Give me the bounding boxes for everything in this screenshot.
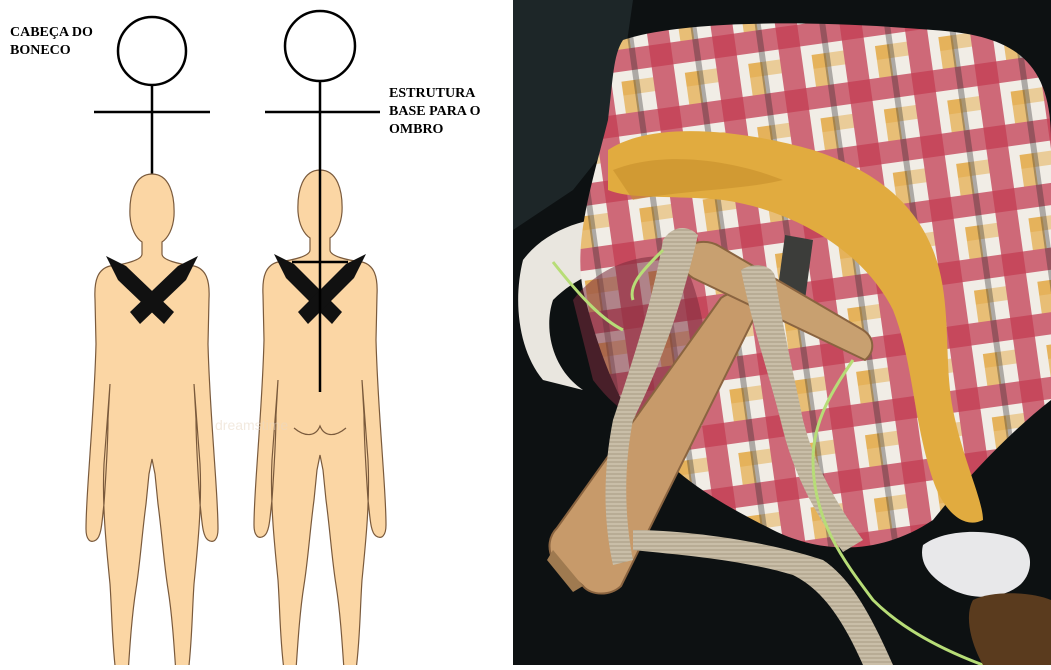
assembled-dummy-photo bbox=[513, 0, 1051, 665]
human-silhouette-front bbox=[86, 174, 218, 665]
dummy-diagram-panel: dreamstime CABEÇA DO BONECO ESTRUTURA BA… bbox=[0, 0, 512, 665]
shoulder-structure-label: ESTRUTURA BASE PARA O OMBRO bbox=[389, 85, 509, 139]
brown-glove bbox=[969, 593, 1051, 665]
front-figure bbox=[86, 17, 218, 665]
photo-scene bbox=[513, 0, 1051, 665]
dummy-head-circle bbox=[285, 11, 355, 81]
watermark: dreamstime bbox=[215, 417, 288, 433]
back-figure bbox=[254, 11, 386, 665]
dummy-head-label: CABEÇA DO BONECO bbox=[10, 24, 140, 60]
